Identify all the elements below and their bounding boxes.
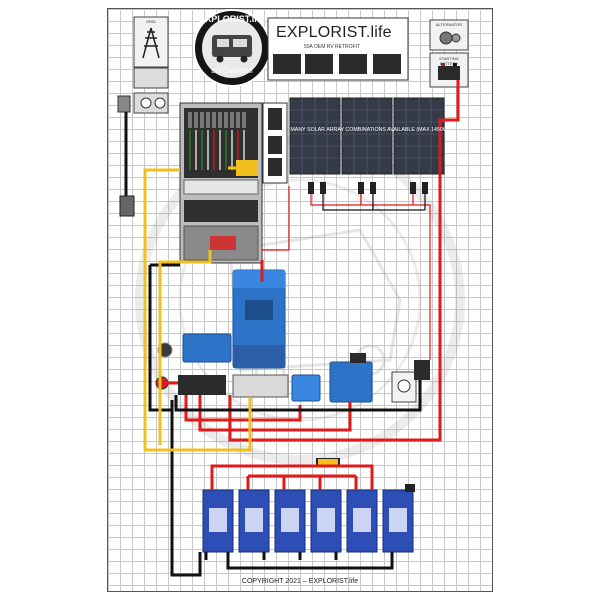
dc-panel — [184, 200, 258, 222]
solar-array-note: MANY SOLAR ARRAY COMBINATIONS AVAILABLE … — [290, 127, 450, 133]
lynx-distributor — [178, 375, 226, 395]
solar-disconnect — [391, 371, 417, 403]
transmission-tower-icon — [142, 27, 160, 59]
ac-junction — [117, 95, 131, 113]
positive-dc-wires — [158, 80, 460, 490]
negative-dc-wires — [124, 112, 422, 577]
smart-shunt — [291, 374, 321, 402]
panel-label-plate — [183, 179, 259, 195]
alternator-icon — [439, 31, 453, 45]
copyright-footer: COPYRIGHT 2021 – EXPLORIST.life — [241, 578, 359, 585]
converter-terminals — [210, 236, 236, 250]
solar-leads — [262, 186, 431, 360]
solar-breaker — [414, 360, 430, 380]
page-title: EXPLORIST.life — [276, 24, 392, 41]
solar-junction-boxes — [308, 182, 428, 194]
shore-power-inlet — [133, 67, 169, 89]
ground-bus — [119, 195, 135, 217]
explorist-logo — [193, 9, 271, 87]
battery-icon — [438, 66, 460, 80]
busbar-block — [232, 374, 289, 398]
lithium-battery-bank — [202, 489, 414, 553]
alternator-label: ALTERNATOR — [435, 22, 463, 27]
page-subtitle: 50A OEM RV RETROFIT — [304, 44, 361, 50]
dc-fuse-block — [236, 160, 258, 176]
dc-dc-charger — [182, 333, 232, 363]
ac-wires — [143, 166, 252, 452]
grid-box — [133, 16, 169, 68]
panel-wires — [189, 130, 245, 170]
breaker-rows — [188, 112, 246, 128]
battery-temp-sensor — [405, 484, 415, 492]
logo-bottom-text: DIY CAMPERS — [211, 69, 253, 75]
mppt-solar-charger — [329, 361, 373, 403]
grid-label: GRID — [146, 19, 156, 24]
starting-battery-label: STARTING BATTERY — [439, 56, 459, 66]
header-badges — [273, 54, 401, 74]
solar-panel-array — [289, 97, 445, 175]
logo-top-text: EXPLORIST.life — [199, 14, 265, 24]
